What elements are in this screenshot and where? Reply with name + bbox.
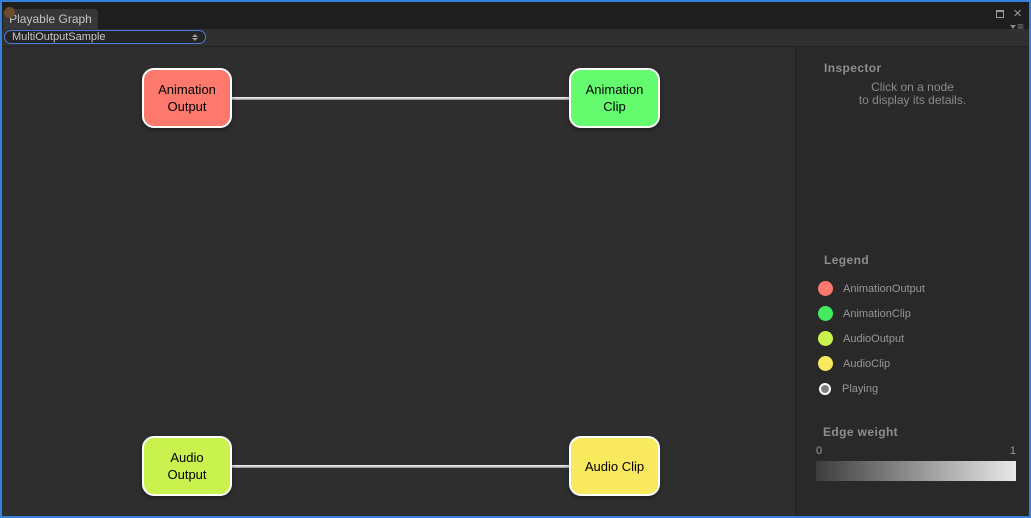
graph-edge xyxy=(230,97,571,100)
tab-label: Playable Graph xyxy=(9,12,92,26)
legend-title: Legend xyxy=(824,253,870,267)
edge-weight-max: 1 xyxy=(1009,445,1016,457)
legend-dot-playing xyxy=(819,382,831,395)
node-label: Animation Clip xyxy=(585,82,644,114)
legend-item: AnimationClip xyxy=(818,301,925,326)
node-label: Audio Output xyxy=(167,450,207,482)
close-icon[interactable]: × xyxy=(1013,5,1022,22)
inspector-hint: Click on a node to display its details. xyxy=(858,80,967,107)
legend-item: Playing xyxy=(818,376,925,401)
graph-edge xyxy=(230,465,571,468)
edge-weight-min: 0 xyxy=(816,445,823,457)
legend-list: AnimationOutput AnimationClip AudioOutpu… xyxy=(818,276,925,401)
legend-dot-animationoutput xyxy=(818,281,833,296)
legend-dot-audioclip xyxy=(818,356,833,371)
legend-dot-animationclip xyxy=(818,306,833,321)
node-label: Animation Output xyxy=(158,82,216,114)
legend-item: AnimationOutput xyxy=(818,276,925,301)
tab-bar: Playable Graph × ≡ xyxy=(2,2,1029,33)
node-animation-output[interactable]: Animation Output xyxy=(142,68,232,128)
dropdown-arrows-icon xyxy=(192,33,198,41)
maximize-icon[interactable] xyxy=(996,10,1005,18)
tab-playable-graph[interactable]: Playable Graph xyxy=(3,9,98,29)
legend-item: AudioOutput xyxy=(818,326,925,351)
node-audio-output[interactable]: Audio Output xyxy=(142,436,232,496)
inspector-title: Inspector xyxy=(824,61,882,75)
node-label: Audio Clip xyxy=(584,458,645,474)
toolbar: MultiOutputSample xyxy=(2,29,1029,47)
graph-canvas[interactable]: Animation Output Animation Clip Audio Ou… xyxy=(2,47,795,516)
legend-dot-audiooutput xyxy=(818,331,833,346)
window-menu-icon[interactable]: ≡ xyxy=(1009,21,1024,33)
menu-caret-icon xyxy=(1009,25,1016,29)
tab-icon xyxy=(4,7,15,18)
node-audio-clip[interactable]: Audio Clip xyxy=(569,436,660,496)
legend-item: AudioClip xyxy=(818,351,925,376)
edge-weight-scale: 0 1 xyxy=(816,445,1016,457)
node-animation-clip[interactable]: Animation Clip xyxy=(569,68,660,128)
edge-weight-gradient-bar xyxy=(816,461,1016,481)
graph-selector-dropdown[interactable]: MultiOutputSample xyxy=(4,30,206,44)
inspector-panel: Inspector Click on a node to display its… xyxy=(795,47,1029,516)
graph-selector-value: MultiOutputSample xyxy=(12,31,106,43)
edge-weight-title: Edge weight xyxy=(823,425,899,439)
